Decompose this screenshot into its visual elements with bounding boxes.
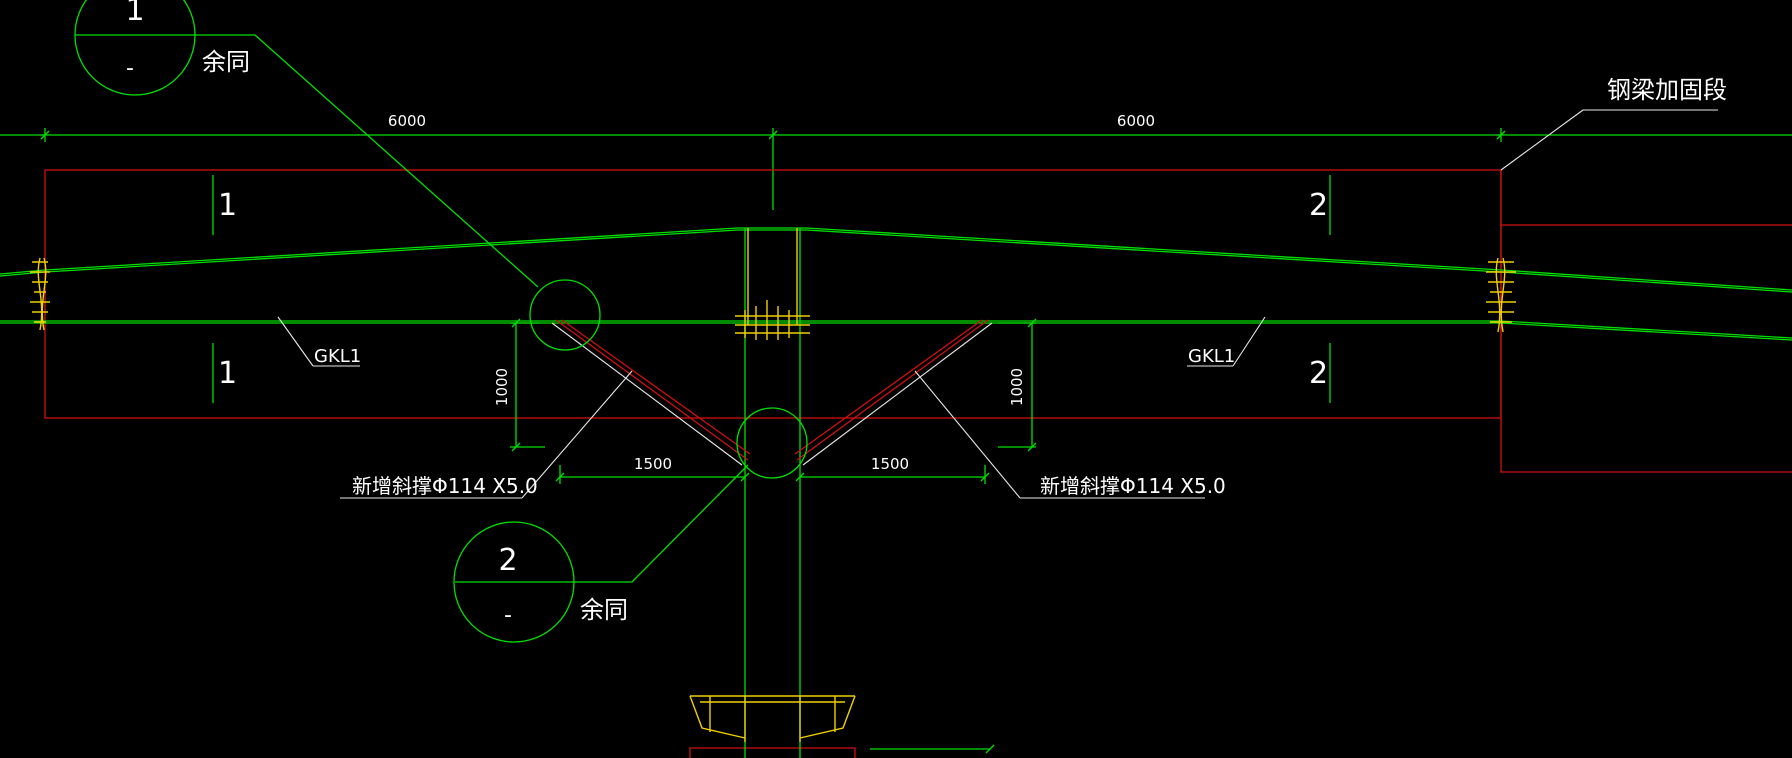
beam-column-connection (735, 300, 810, 340)
column-base-connection (689, 695, 856, 742)
span-dimension-left: 6000 (388, 112, 426, 130)
bottom-dimension-stub (870, 744, 995, 754)
reinforce-label-leader (1500, 109, 1718, 171)
detail-callout-1-note: 余同 (202, 48, 250, 76)
brace-width-dimension-right (795, 465, 990, 484)
central-column (744, 228, 801, 758)
section-mark-left-upper: 1 (218, 188, 237, 223)
steel-beam-gkl1 (0, 320, 1792, 341)
brace-height-dimension-left (510, 318, 545, 452)
section-mark-right-upper: 2 (1309, 188, 1328, 223)
diagonal-brace-left (551, 319, 751, 466)
reinforcement-zone-outline (44, 169, 1792, 758)
reinforce-segment-label: 钢梁加固段 (1607, 76, 1727, 104)
brace-width-label-right: 1500 (871, 455, 909, 473)
section-mark-left-lower: 1 (218, 356, 237, 391)
brace-height-dimension-right (998, 318, 1037, 452)
brace-width-dimension-left (555, 465, 750, 484)
brace-label-leader-right (914, 370, 1205, 499)
detail-callout-2-sheet: - (504, 603, 512, 628)
detail-callout-1-number: 1 (125, 0, 144, 28)
right-end-splice (1486, 257, 1516, 333)
brace-height-label-right: 1000 (1008, 368, 1026, 406)
section-mark-right-lower: 2 (1309, 356, 1328, 391)
beam-label-left: GKL1 (314, 346, 361, 367)
beam-label-leader-right (1187, 316, 1266, 367)
detail-callout-1-sheet: - (126, 56, 134, 81)
detail-callout-1 (74, 0, 601, 351)
detail-callout-2 (453, 407, 808, 643)
top-dimension-line (0, 128, 1792, 210)
detail-callout-2-number: 2 (498, 543, 517, 578)
brace-width-label-left: 1500 (634, 455, 672, 473)
brace-label-left: 新增斜撑Φ114 X5.0 (352, 474, 538, 498)
beam-label-right: GKL1 (1188, 346, 1235, 367)
beam-label-leader-left (277, 316, 360, 367)
detail-callout-2-note: 余同 (580, 596, 628, 624)
brace-label-right: 新增斜撑Φ114 X5.0 (1040, 474, 1226, 498)
brace-height-label-left: 1000 (493, 368, 511, 406)
brace-label-leader-left (340, 370, 633, 499)
roof-rafter-top (0, 227, 1792, 293)
diagonal-brace-right (794, 319, 993, 466)
left-end-splice (30, 257, 50, 331)
span-dimension-right: 6000 (1117, 112, 1155, 130)
